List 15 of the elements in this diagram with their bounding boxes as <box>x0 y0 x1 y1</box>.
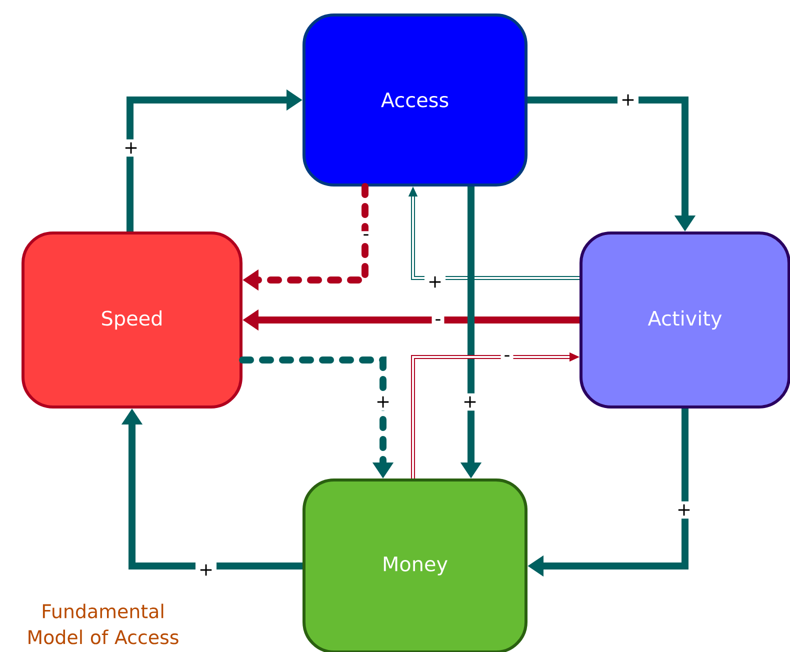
concept-box: Speed <box>22 232 242 408</box>
edge-label: - <box>360 231 372 243</box>
edge-label: - <box>500 352 514 364</box>
concept-box: Money <box>302 478 528 652</box>
concept-box: Access <box>302 14 528 186</box>
edge-label: + <box>424 273 446 291</box>
edge-label: + <box>618 91 639 109</box>
edge-label: + <box>372 393 394 411</box>
concept-box: Activity <box>580 232 790 408</box>
edge-label: + <box>674 501 695 519</box>
edge-label: + <box>196 561 217 579</box>
edge-label: - <box>432 316 444 328</box>
edge-label: + <box>120 139 142 157</box>
edge-label: + <box>460 393 481 411</box>
title: Fundamental Model of Access <box>28 604 178 644</box>
